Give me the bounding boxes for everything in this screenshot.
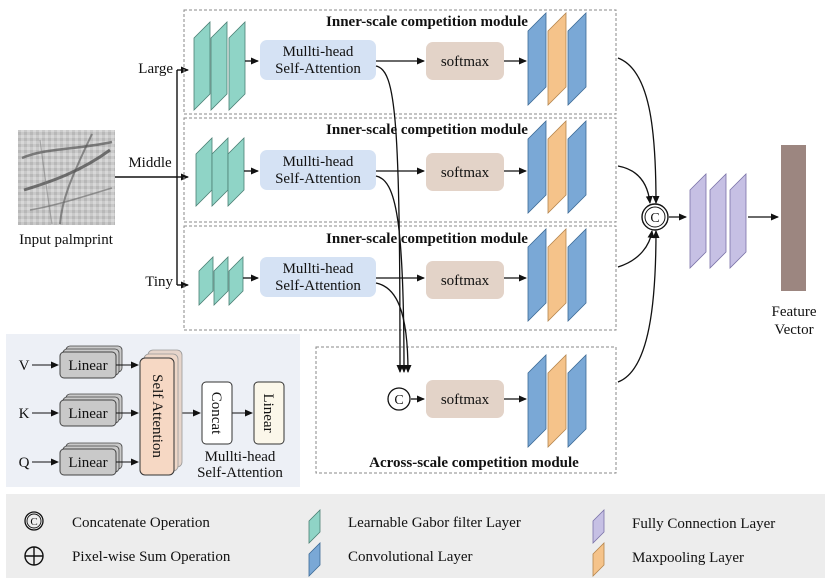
svg-text:Linear: Linear	[68, 358, 107, 374]
input-k-label: K	[19, 406, 30, 422]
inner-module-title-middle: Inner-scale competition module	[326, 122, 528, 138]
softmax-block-middle: softmax	[426, 153, 504, 191]
input-palmprint-image	[18, 130, 115, 225]
svg-text:Self Attention: Self Attention	[149, 374, 165, 458]
svg-text:Mullti-head: Mullti-head	[283, 154, 354, 170]
legend-sum-icon	[24, 546, 44, 566]
svg-text:C: C	[30, 516, 37, 528]
concat-connectors	[617, 57, 660, 383]
conv-pool-stack-tiny	[527, 228, 587, 322]
feature-vector-label-line1: Feature	[772, 304, 817, 320]
svg-text:softmax: softmax	[441, 54, 490, 70]
input-v-label: V	[19, 358, 30, 374]
legend-gabor-icon	[308, 509, 321, 544]
feature-vector-label-line2: Vector	[774, 322, 813, 338]
legend-conv-icon	[308, 542, 321, 577]
legend-sum-label: Pixel-wise Sum Operation	[72, 549, 231, 565]
conv-pool-stack-large	[527, 12, 587, 106]
across-concat-symbol: C	[387, 387, 411, 411]
linear-k: Linear	[59, 393, 123, 427]
scale-label-middle: Middle	[128, 155, 172, 171]
svg-text:Mullti-head: Mullti-head	[283, 44, 354, 60]
svg-text:Linear: Linear	[260, 393, 276, 432]
legend-concat-icon: C	[24, 511, 44, 531]
mhsa-block-tiny: Mullti-head Self-Attention	[260, 257, 376, 297]
input-palmprint-label: Input palmprint	[19, 232, 114, 248]
softmax-block-across: softmax	[426, 380, 504, 418]
softmax-block-tiny: softmax	[426, 261, 504, 299]
inner-module-title-large: Inner-scale competition module	[326, 14, 528, 30]
legend-fc-label: Fully Connection Layer	[632, 516, 775, 532]
legend-fc-icon	[592, 509, 605, 544]
across-scale-connectors	[375, 65, 412, 373]
scale-label-tiny: Tiny	[145, 274, 173, 290]
detail-title-line1: Mullti-head	[205, 449, 276, 465]
across-module-title: Across-scale competition module	[369, 455, 579, 471]
concat-block: Concat	[201, 381, 233, 445]
linear-output-block: Linear	[253, 381, 285, 445]
svg-text:Linear: Linear	[68, 406, 107, 422]
svg-text:Linear: Linear	[68, 455, 107, 471]
softmax-block-large: softmax	[426, 42, 504, 80]
scale-split-connector	[115, 66, 189, 289]
detail-title-line2: Self-Attention	[197, 465, 283, 481]
svg-text:softmax: softmax	[441, 392, 490, 408]
linear-q: Linear	[59, 442, 123, 476]
conv-pool-stack-middle	[527, 120, 587, 214]
main-concat-symbol: C	[641, 203, 669, 231]
fc-layers	[689, 173, 747, 269]
module-arrows	[243, 57, 527, 403]
gabor-layers-large	[193, 21, 246, 111]
svg-text:Concat: Concat	[208, 392, 224, 435]
across-scale-module	[315, 346, 617, 474]
inner-scale-module-middle	[183, 117, 617, 223]
svg-text:Mullti-head: Mullti-head	[283, 261, 354, 277]
svg-text:softmax: softmax	[441, 273, 490, 289]
legend-pool-icon	[592, 542, 605, 577]
self-attention-block: Self Attention	[139, 349, 183, 476]
legend-conv-label: Convolutional Layer	[348, 549, 473, 565]
input-q-label: Q	[19, 455, 30, 471]
svg-text:Self-Attention: Self-Attention	[275, 171, 361, 187]
svg-text:softmax: softmax	[441, 165, 490, 181]
svg-text:Self-Attention: Self-Attention	[275, 61, 361, 77]
feature-vector-bar	[781, 145, 806, 291]
svg-text:Self-Attention: Self-Attention	[275, 278, 361, 294]
inner-scale-module-large	[183, 9, 617, 115]
legend-pool-label: Maxpooling Layer	[632, 550, 744, 566]
svg-text:C: C	[394, 393, 403, 408]
legend-concat-label: Concatenate Operation	[72, 515, 210, 531]
linear-v: Linear	[59, 345, 123, 379]
inner-module-title-tiny: Inner-scale competition module	[326, 231, 528, 247]
conv-pool-stack-across	[527, 354, 587, 448]
legend-gabor-label: Learnable Gabor filter Layer	[348, 515, 521, 531]
mhsa-block-large: Mullti-head Self-Attention	[260, 40, 376, 80]
svg-text:C: C	[650, 211, 659, 226]
scale-label-large: Large	[138, 61, 173, 77]
mhsa-block-middle: Mullti-head Self-Attention	[260, 150, 376, 190]
legend-panel	[6, 494, 825, 578]
gabor-layers-middle	[195, 137, 245, 207]
gabor-layers-tiny	[198, 256, 244, 306]
